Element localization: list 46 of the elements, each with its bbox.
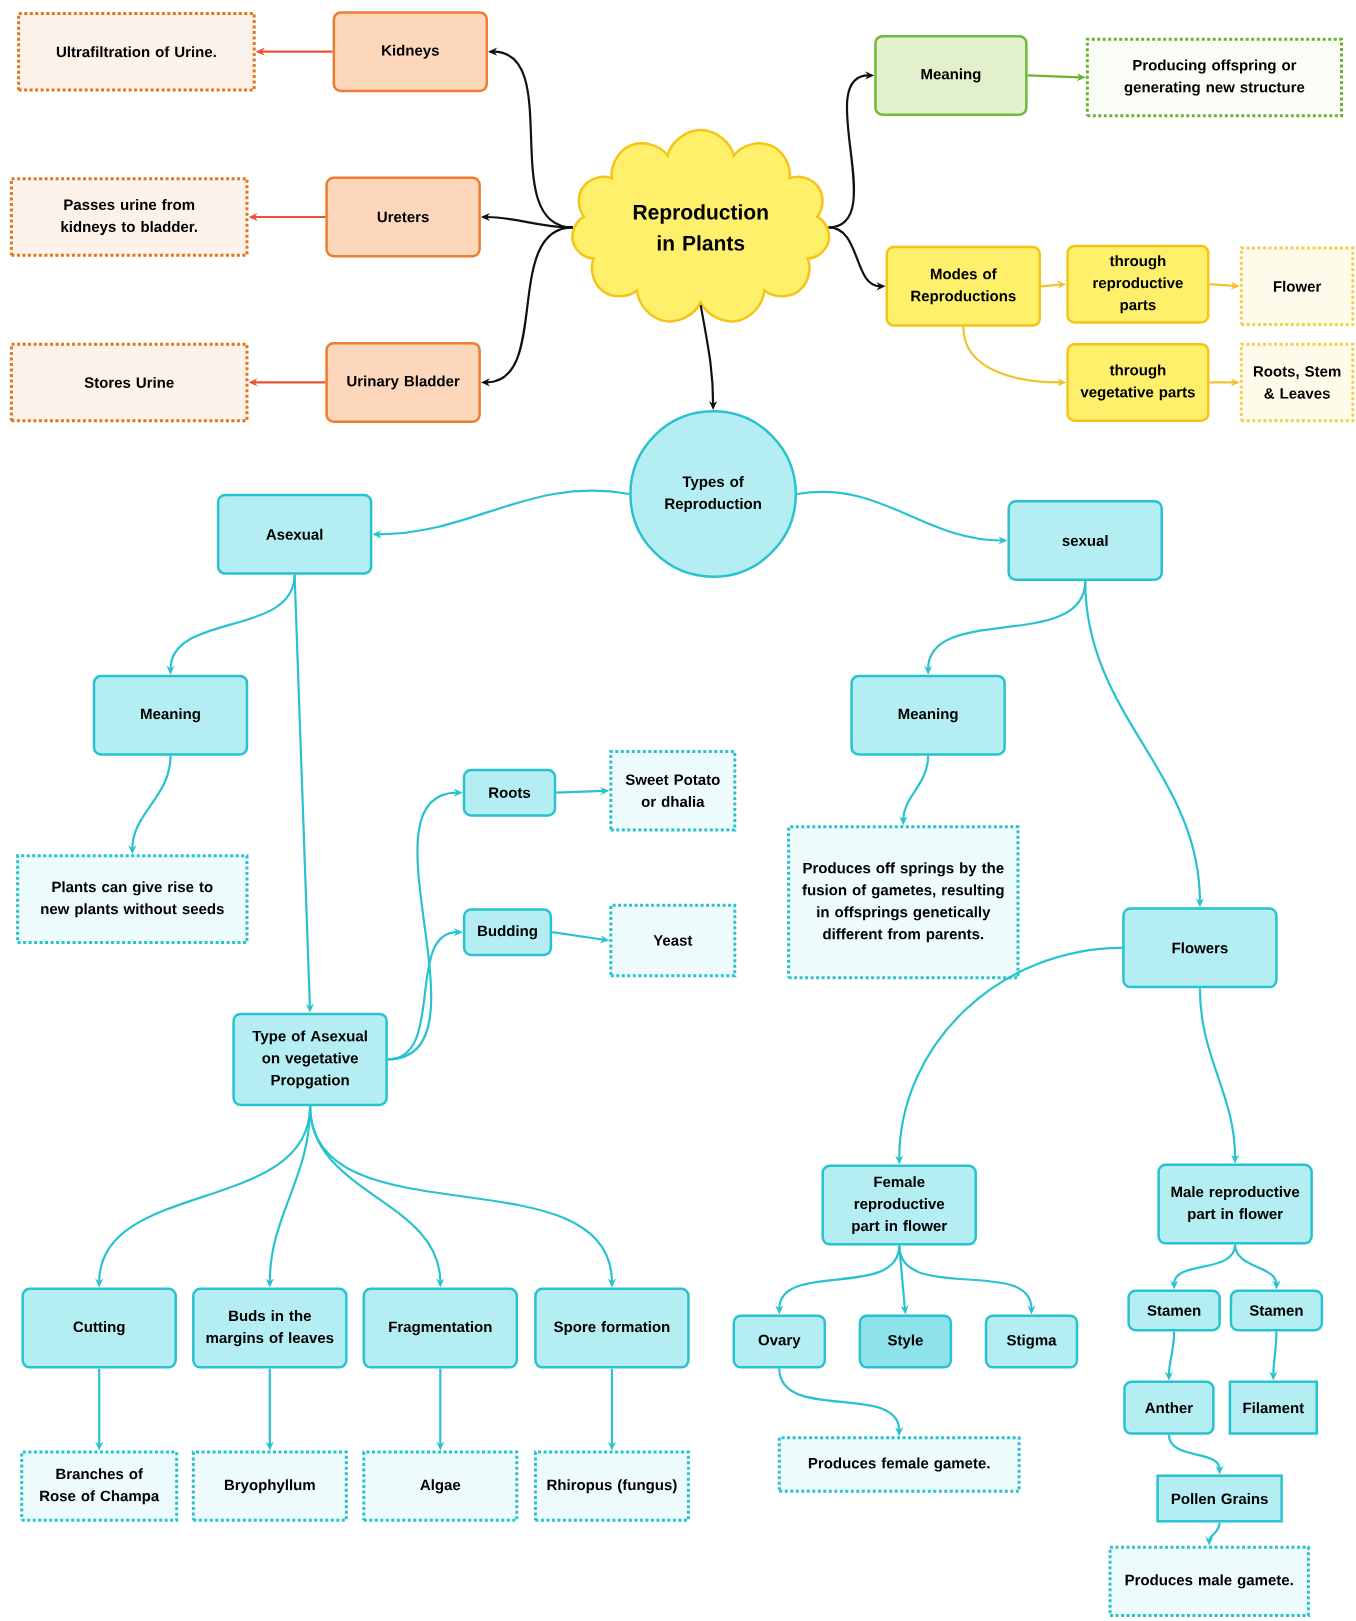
concept-box: Filament [1228,1380,1318,1435]
concept-box: Urinary Bladder [325,341,481,423]
concept-box: Style [858,1314,953,1369]
concept-box: Female reproductive part in flower [821,1164,977,1246]
concept-box: Meaning [92,674,249,756]
concept-box: Meaning [850,674,1006,756]
title-cloud: Reproduction in Plants [571,128,831,323]
description-box: Plants can give rise to new plants without seeds [16,854,249,945]
description-box: Yeast [609,903,737,978]
concept-box: through vegetative parts [1066,342,1210,422]
description-box: Passes urine from kidneys to bladder. [9,177,249,257]
description-box: Stores Urine [9,342,249,423]
concept-box: Spore formation [534,1287,690,1369]
description-box: Bryophyllum [191,1450,348,1522]
concept-box: Asexual [216,493,373,575]
description-box: Sweet Potato or dhalia [609,749,737,832]
concept-box: Modes of Reproductions [885,245,1042,327]
concept-box: Meaning [874,34,1028,116]
concept-box: Fragmentation [362,1287,519,1369]
description-box: Algae [362,1450,519,1522]
concept-box: Flowers [1122,907,1278,989]
concept-box: Roots [462,768,557,817]
concept-box: Budding [462,908,553,957]
description-box: Ultrafiltration of Urine. [17,11,256,92]
concept-box: Pollen Grains [1156,1474,1283,1523]
concept-box: Anther [1123,1380,1215,1435]
description-box: Produces off springs by the fusion of gametes, resulting in offsprings genetically different from parents. [787,825,1020,980]
concept-box: through reproductive parts [1066,244,1210,324]
concept-box: Kidneys [332,11,489,93]
concept-box: Buds in the margins of leaves [192,1287,348,1369]
concept-box: Stamen [1229,1289,1324,1332]
description-box: Flower [1239,246,1355,327]
description-box: Rhiropus (fungus) [533,1450,690,1522]
concept-box: Ovary [732,1314,827,1369]
description-box: Roots, Stem & Leaves [1239,342,1355,423]
concept-box: Stamen [1127,1289,1221,1332]
description-box: Branches of Rose of Champa [20,1450,179,1522]
concept-box: sexual [1007,500,1163,581]
concept-box: Cutting [21,1287,177,1369]
concept-box: Ureters [325,176,481,258]
description-box: Producing offspring or generating new structure [1085,37,1343,118]
description-box: Produces male gamete. [1108,1545,1310,1617]
concept-box: Type of Asexual on vegetative Propgation [232,1012,388,1107]
concept-box: Stigma [984,1314,1079,1369]
description-box: Produces female gamete. [777,1436,1021,1493]
concept-box: Male reproductive part in flower [1157,1163,1313,1245]
